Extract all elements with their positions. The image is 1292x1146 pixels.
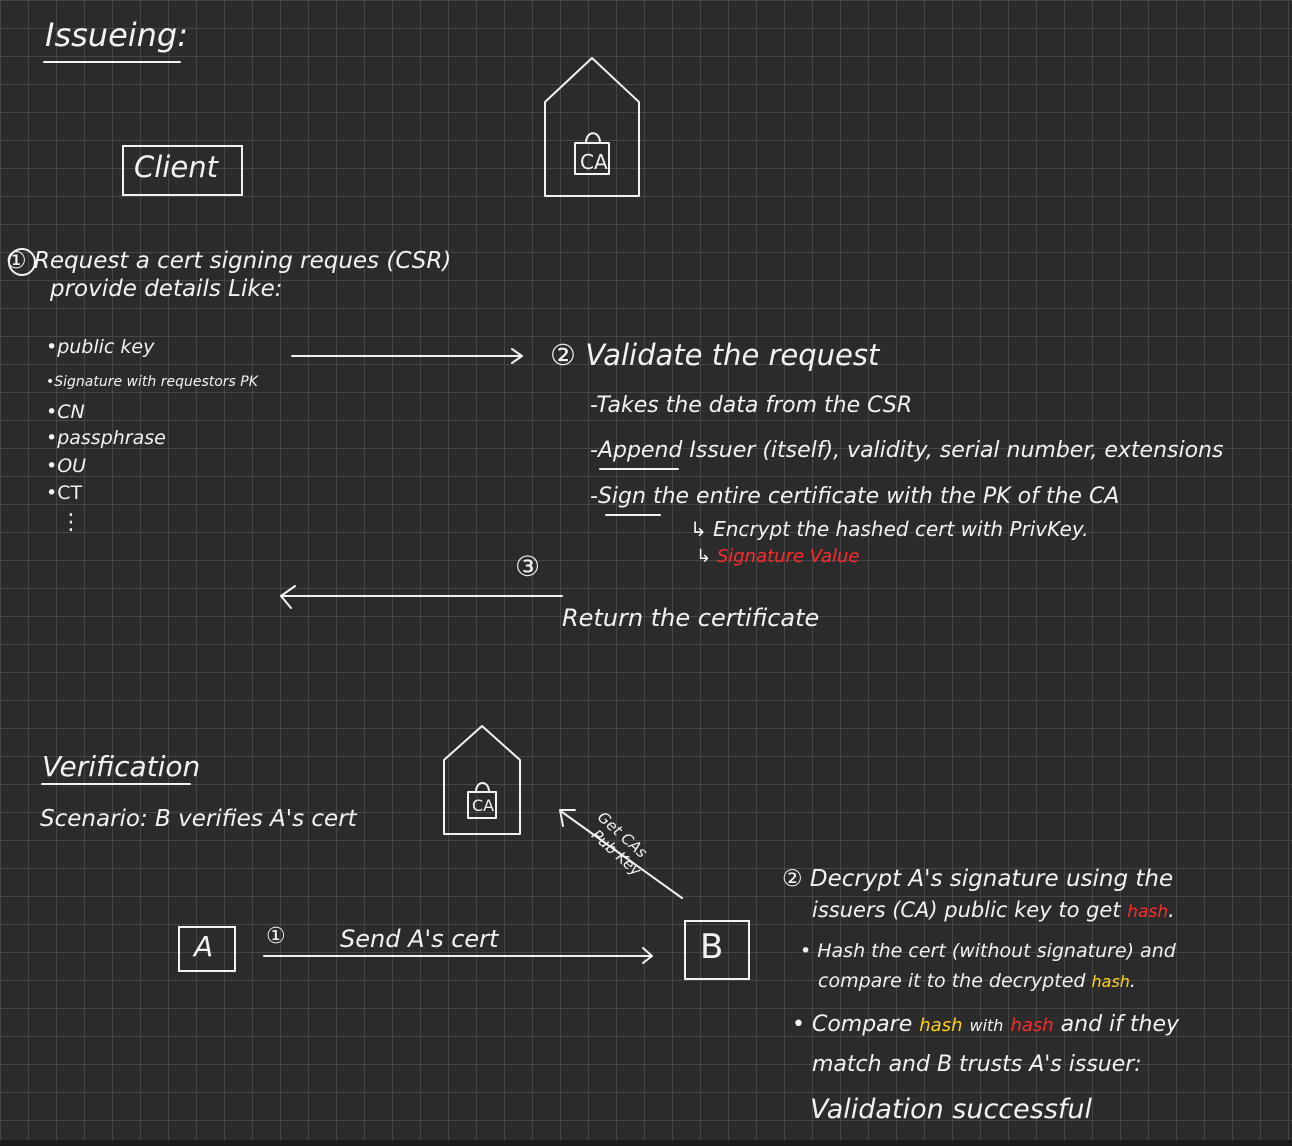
verify-line4-end: . xyxy=(1129,970,1136,992)
verify-line5-text: • Compare xyxy=(792,1012,913,1037)
step1-circle xyxy=(8,248,36,276)
list-item: •passphrase xyxy=(46,427,166,449)
node-b-label: B xyxy=(700,927,724,967)
step2-sub2: ↳ Signature Value xyxy=(696,546,859,567)
ca-label-small: CA xyxy=(472,796,495,815)
list-item: •CT xyxy=(46,482,83,504)
verify-line5: • Compare hash with hash and if they xyxy=(792,1012,1179,1037)
verify-line3: • Hash the cert (without signature) and xyxy=(800,940,1176,962)
verify-line5-with: with xyxy=(969,1016,1004,1035)
issuing-heading: Issueing: xyxy=(45,16,189,54)
sign-rest: the entire certificate with the PK of th… xyxy=(645,484,1120,509)
verify-line2-end: . xyxy=(1168,898,1175,922)
bottom-bar xyxy=(0,1140,1292,1146)
append-rest: Issuer (itself), validity, serial number… xyxy=(682,438,1224,463)
step2-line1: -Takes the data from the CSR xyxy=(590,393,913,418)
list-item: ⋮ xyxy=(60,510,82,535)
send-label: Send A's cert xyxy=(340,925,499,953)
list-item: •OU xyxy=(46,455,87,477)
hash-yellow-2: hash xyxy=(919,1015,963,1036)
verify-line5-end: and if they xyxy=(1060,1012,1180,1037)
hash-yellow-1: hash xyxy=(1091,972,1130,991)
hash-red-1: hash xyxy=(1127,902,1169,922)
sub2-prefix: ↳ xyxy=(696,546,712,567)
step1-title: ① Request a cert signing reques (CSR) xyxy=(6,248,452,274)
verify-line4-text: compare it to the decrypted xyxy=(818,970,1086,992)
hash-red-2: hash xyxy=(1010,1015,1054,1036)
scenario-text: Scenario: B verifies A's cert xyxy=(40,806,357,832)
verify-line6: match and B trusts A's issuer: xyxy=(812,1052,1142,1077)
small-ca-lock-shackle xyxy=(475,782,490,793)
step3-marker: ③ xyxy=(515,550,541,583)
ca-lock-box xyxy=(574,142,610,175)
send-marker: ① xyxy=(266,924,286,949)
step2-sub1: ↳ Encrypt the hashed cert with PrivKey. xyxy=(690,517,1089,541)
client-label: Client xyxy=(134,150,218,184)
ca-house-outline xyxy=(544,57,640,197)
verify-line4: compare it to the decrypted hash. xyxy=(818,970,1136,992)
append-label: Append xyxy=(597,438,683,463)
list-item: •Signature with requestors PK xyxy=(46,374,258,390)
sign-label: Sign xyxy=(597,484,646,509)
arrow-send xyxy=(263,947,653,964)
node-b-box xyxy=(684,920,750,980)
step2-title: ② Validate the request xyxy=(550,338,880,372)
arrow-request xyxy=(291,348,523,364)
list-item: •public key xyxy=(46,336,155,358)
node-a-label: A xyxy=(194,930,214,963)
arrow-get-key xyxy=(559,809,683,899)
small-ca-lock-box xyxy=(467,791,497,819)
ca-lock-shackle xyxy=(585,132,601,144)
client-box xyxy=(122,145,243,196)
verification-heading: Verification xyxy=(42,750,201,783)
node-a-box xyxy=(178,926,236,972)
ca-label: CA xyxy=(580,150,608,174)
step2-line2: -Append Issuer (itself), validity, seria… xyxy=(590,438,1224,463)
verify-line2: issuers (CA) public key to get hash. xyxy=(812,898,1175,922)
arrow-return xyxy=(280,585,563,609)
step2-line3: -Sign the entire certificate with the PK… xyxy=(590,484,1120,509)
signature-value-text: Signature Value xyxy=(716,546,860,567)
list-item: •CN xyxy=(46,401,85,423)
small-ca-house xyxy=(443,725,521,835)
step3-label: Return the certificate xyxy=(562,604,820,632)
step1-subtitle: provide details Like: xyxy=(50,276,283,302)
verify-line1: ② Decrypt A's signature using the xyxy=(782,866,1174,892)
verify-line2-text: issuers (CA) public key to get xyxy=(812,898,1121,922)
verify-line7: Validation successful xyxy=(810,1094,1093,1125)
